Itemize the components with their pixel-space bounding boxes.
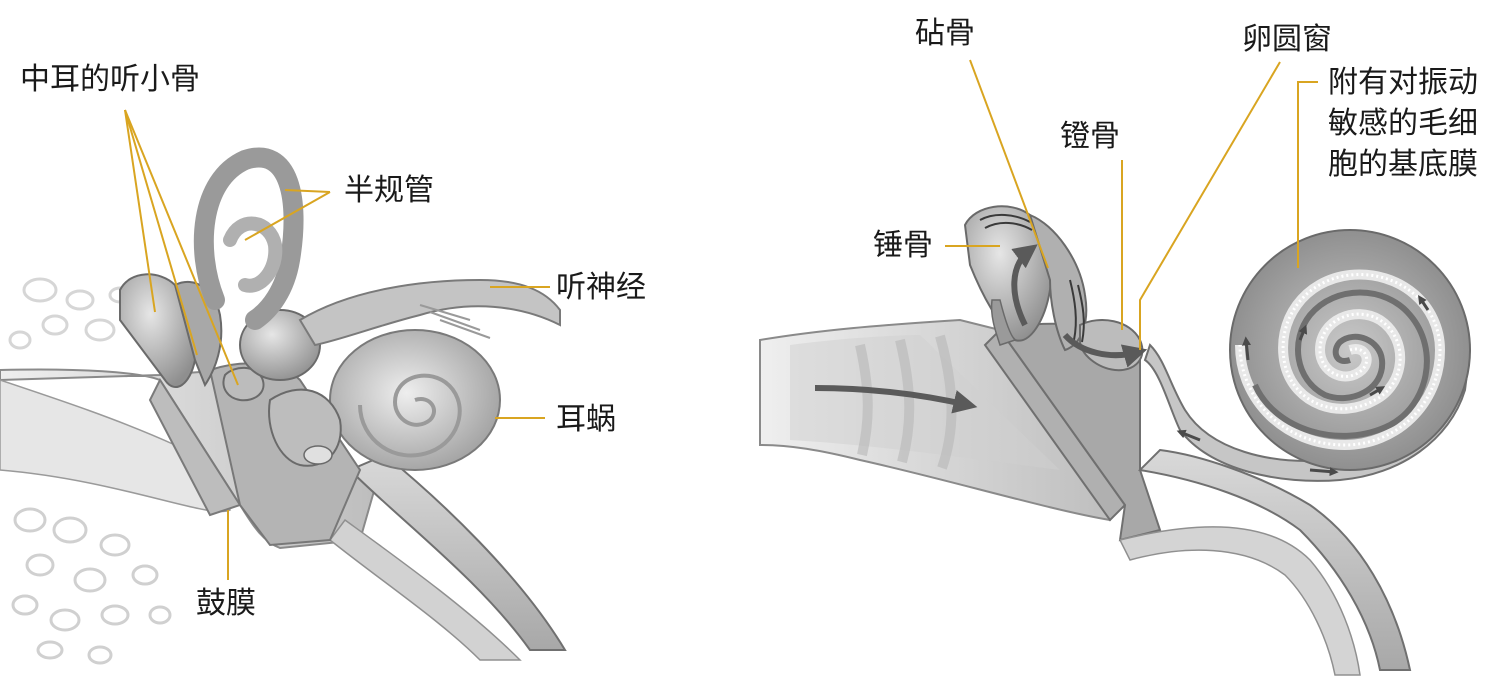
right-sound-arrow [814, 385, 978, 414]
label-basilar-membrane: 附有对振动 敏感的毛细 胞的基底膜 [1328, 62, 1478, 185]
label-ossicles: 中耳的听小骨 [20, 62, 200, 97]
left-semicircular-canal-inner [223, 216, 283, 293]
leader-oval-window [1139, 61, 1281, 350]
left-ear-illustration [0, 147, 567, 665]
leader-basilar-membrane [1297, 81, 1318, 268]
right-basilar-membrane-stripe [1238, 273, 1442, 447]
leader-ossicles-1 [124, 109, 156, 313]
label-stapes: 镫骨 [1060, 119, 1120, 154]
leader-incus [969, 59, 1049, 269]
label-cochlea: 耳蜗 [556, 402, 616, 437]
leader-semicircular-2 [244, 191, 331, 241]
left-eustachian-tube [348, 453, 567, 651]
skull-bone-texture-bottom [11, 507, 172, 665]
label-eardrum: 鼓膜 [196, 586, 256, 621]
right-vibration-marks [979, 214, 1085, 343]
right-cochlea-spiral-groove [1252, 289, 1430, 439]
left-semicircular-canal-outer [193, 147, 304, 330]
right-malleus-motion-arrow [1011, 244, 1038, 327]
left-eardrum [148, 377, 242, 517]
right-eustachian-tube [1137, 448, 1412, 671]
label-basilar-membrane-line1: 附有对振动 [1328, 65, 1478, 100]
right-stapes-motion-arrow [1062, 332, 1148, 368]
left-round-window [303, 445, 333, 465]
leader-ossicles-2 [124, 109, 198, 356]
left-outer-tube [328, 518, 522, 661]
left-nerve-fibers [419, 304, 491, 339]
label-oval-window: 卵圆窗 [1242, 22, 1332, 57]
right-cochlea-flow-arrows [1176, 295, 1430, 477]
label-auditory-nerve: 听神经 [556, 270, 646, 305]
leader-ossicles-3 [124, 109, 239, 386]
label-incus: 砧骨 [915, 16, 975, 51]
leader-semicircular-1 [284, 189, 331, 193]
right-malleus-handle [990, 299, 1017, 346]
left-cochlea-spiral [358, 373, 462, 458]
right-leader-lines [945, 59, 1318, 350]
label-basilar-membrane-line3: 胞的基底膜 [1328, 147, 1478, 182]
skull-bone-texture-top [8, 277, 132, 350]
left-ear-canal-lower [0, 379, 232, 513]
right-ear-illustration [759, 205, 1471, 676]
label-basilar-membrane-line2: 敏感的毛细 [1328, 106, 1478, 141]
right-outer-tube [1118, 526, 1361, 676]
right-ear-canal-shading [790, 335, 1060, 470]
left-auditory-nerve [298, 278, 561, 347]
label-malleus: 锤骨 [873, 228, 933, 263]
left-leader-lines [124, 109, 550, 580]
label-semicircular-canals: 半规管 [344, 173, 434, 208]
